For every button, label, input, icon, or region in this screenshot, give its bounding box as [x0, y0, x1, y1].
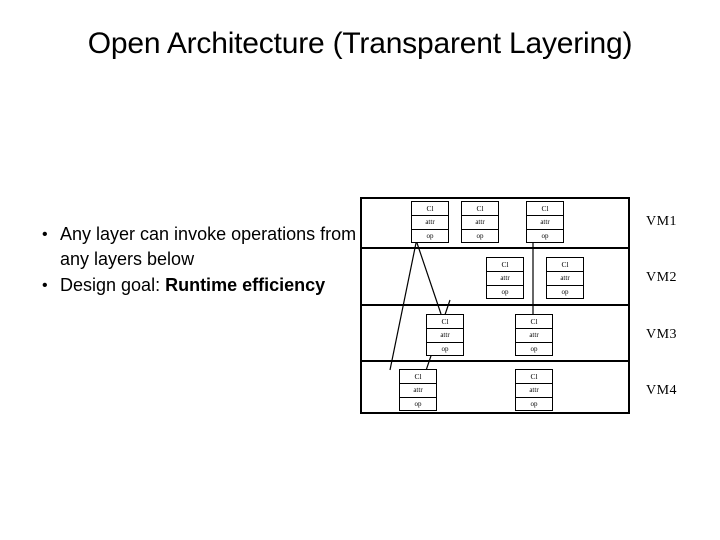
class-box-operations: op [561, 288, 569, 296]
class-box-attributes: attr [516, 329, 552, 343]
class-box-attributes: attr [516, 384, 552, 398]
class-box-name: Cl [427, 315, 463, 329]
class-box-name: Cl [487, 258, 523, 272]
class-box-vm3-1[interactable]: Cl attr op [426, 314, 464, 356]
class-box-name: Cl [527, 202, 563, 216]
class-box-name: Cl [516, 315, 552, 329]
class-box-vm2-2[interactable]: Cl attr op [546, 257, 584, 299]
class-box-attributes: attr [547, 272, 583, 286]
class-box-operations: op [530, 345, 538, 353]
class-box-operations: op [501, 288, 509, 296]
class-box-vm3-2[interactable]: Cl attr op [515, 314, 553, 356]
class-box-attributes: attr [487, 272, 523, 286]
class-box-operations: op [476, 232, 484, 240]
vm-label-3: VM3 [646, 327, 678, 342]
bullet-marker-icon: • [42, 277, 48, 294]
class-box-name: Cl [400, 370, 436, 384]
vm-label-2: VM2 [646, 270, 678, 285]
bullet-marker-icon: • [42, 226, 48, 243]
class-box-vm1-3[interactable]: Cl attr op [526, 201, 564, 243]
class-box-vm1-1[interactable]: Cl attr op [411, 201, 449, 243]
bullet-text-2: Design goal: [60, 275, 166, 295]
class-box-operations: op [414, 400, 422, 408]
class-box-vm1-2[interactable]: Cl attr op [461, 201, 499, 243]
vm-divider-2 [360, 304, 630, 306]
layered-architecture-diagram: Cl attr op Cl attr op Cl attr op Cl attr… [360, 197, 677, 414]
bullet-text-2-emphasis: Runtime efficiency [165, 275, 326, 295]
class-box-attributes: attr [400, 384, 436, 398]
class-box-operations: op [530, 400, 538, 408]
bullet-list: • Any layer can invoke operations from a… [34, 222, 364, 299]
class-box-vm4-1[interactable]: Cl attr op [399, 369, 437, 411]
class-box-operations: op [541, 232, 549, 240]
class-box-vm2-1[interactable]: Cl attr op [486, 257, 524, 299]
bullet-item-2: • Design goal: Runtime efficiency [34, 273, 364, 298]
class-box-attributes: attr [412, 216, 448, 230]
class-box-attributes: attr [527, 216, 563, 230]
class-box-operations: op [441, 345, 449, 353]
vm-label-4: VM4 [646, 383, 678, 398]
class-box-vm4-2[interactable]: Cl attr op [515, 369, 553, 411]
class-box-name: Cl [412, 202, 448, 216]
class-box-name: Cl [516, 370, 552, 384]
class-box-operations: op [426, 232, 434, 240]
class-box-name: Cl [462, 202, 498, 216]
class-box-attributes: attr [427, 329, 463, 343]
class-box-attributes: attr [462, 216, 498, 230]
page-title: Open Architecture (Transparent Layering) [87, 27, 633, 60]
bullet-text-1: Any layer can invoke operations from any… [60, 224, 357, 269]
vm-divider-3 [360, 360, 630, 362]
vm-divider-1 [360, 247, 630, 249]
vm-label-1: VM1 [646, 214, 678, 229]
bullet-item-1: • Any layer can invoke operations from a… [34, 222, 364, 272]
class-box-name: Cl [547, 258, 583, 272]
